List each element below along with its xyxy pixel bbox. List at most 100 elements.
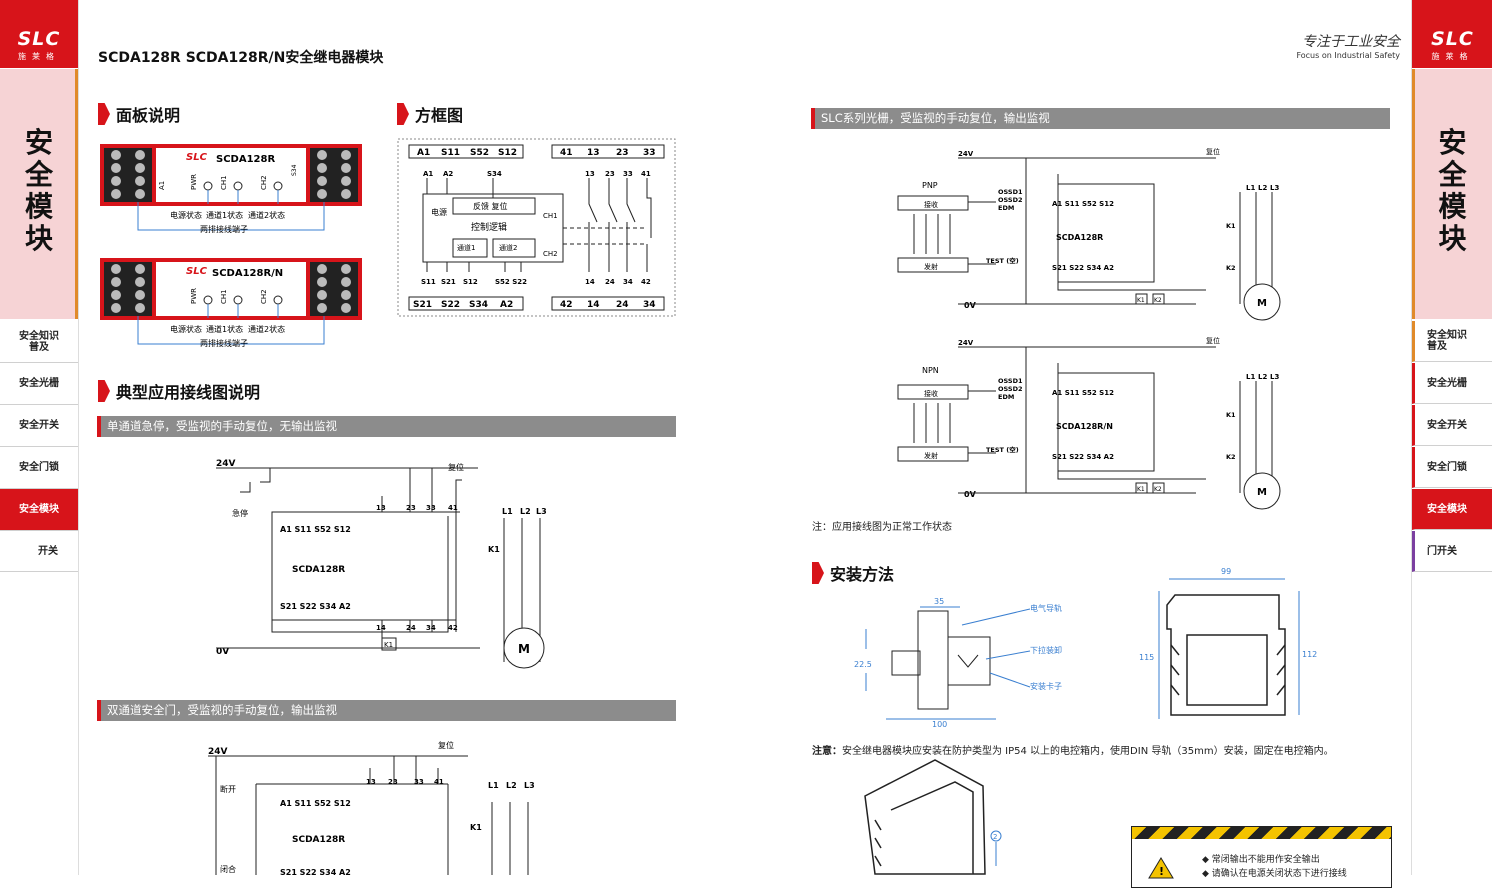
brand-logo: SLC 施莱格 [0,0,78,68]
panel-diagram-2: SLC SCDA128R/N PWR CH1 CH2 电源状态 通道1状态 通道… [100,258,362,348]
section-typical-heading: 典型应用接线图说明 [98,379,260,403]
sidebar-item-safety-module[interactable]: 安全模块 [0,489,78,531]
sidebar-item-light-curtain[interactable]: 安全光栅 [0,363,78,405]
label-reset: 复位 [438,740,454,750]
label-npn: NPN [922,366,939,375]
left-sidebar: SLC 施莱格 安全模块 安全知识普及 安全光栅 安全开关 安全门锁 安全模块 … [0,0,79,875]
module-outline [1166,594,1286,716]
svg-text:TEST (空): TEST (空) [986,256,1019,265]
svg-text:L1: L1 [1246,373,1255,381]
panel-model: SCDA128R/N [212,268,283,279]
sidebar-item-door-lock[interactable]: 安全门锁 [1412,447,1492,488]
sidebar-item-door-switch[interactable]: 门开关 [1412,531,1492,572]
k2-label: K2 [1226,453,1236,461]
sidebar-item-switch[interactable]: 开关 [0,531,78,572]
svg-text:41: 41 [641,170,651,178]
sidebar-item-safety-knowledge[interactable]: 安全知识普及 [0,321,78,363]
svg-text:S11: S11 [441,148,460,158]
page-title: SCDA128R SCDA128R/N安全继电器模块 [98,50,384,66]
label-open: 断开 [220,784,236,794]
svg-text:S22: S22 [441,300,460,310]
section-marker [98,103,110,125]
block-feedback-label: 反馈 复位 [473,201,508,211]
svg-text:!: ! [1159,865,1164,878]
vertical-title: 安全模块 [24,126,53,255]
label-reset: 复位 [448,462,464,472]
warning-icon: ! [1148,857,1174,879]
svg-text:OSSD2: OSSD2 [998,196,1023,204]
svg-text:33: 33 [643,148,656,158]
label-0v: 0V [964,301,977,310]
panel-face [156,148,306,202]
sidebar-item-label: 安全知识普及 [19,330,59,353]
svg-text:24: 24 [616,300,629,310]
svg-text:23: 23 [406,504,416,512]
dim-22-5: 22.5 [854,660,872,669]
led-label-ch1: CH1 [220,289,228,304]
emitter-label: 发射 [924,262,938,271]
svg-text:L3: L3 [524,781,535,790]
sidebar-item-label: 安全门锁 [1427,461,1467,473]
label-24v: 24V [958,339,974,347]
sidebar-item-safety-module[interactable]: 安全模块 [1412,489,1492,530]
svg-text:S34: S34 [487,170,502,178]
accent-bar [1412,69,1415,319]
svg-text:34: 34 [426,624,436,632]
sidebar-item-light-curtain[interactable]: 安全光栅 [1412,363,1492,404]
wiring-lines [913,157,1273,305]
panel-diagram-1: SLC SCDA128R A1 PWR CH1 CH2 S34 电源状态 通道1… [100,144,362,234]
sidebar-item-label: 安全模块 [1427,503,1467,515]
brand-name: SLC [1431,28,1474,50]
sidebar-item-label: 安全门锁 [19,462,59,473]
section-install-heading: 安装方法 [812,561,894,585]
sidebar-item-label: 安全光栅 [1427,377,1467,389]
dim-112: 112 [1302,650,1317,659]
svg-text:L2: L2 [506,781,517,790]
svg-text:33: 33 [414,778,424,786]
sidebar-item-safety-knowledge[interactable]: 安全知识普及 [1412,321,1492,362]
svg-text:42: 42 [448,624,458,632]
label-terminals: 两排接线端子 [200,338,248,348]
receiver-label: 接收 [924,389,938,398]
label-0v: 0V [964,490,977,499]
panel-model: SCDA128R [216,154,275,165]
svg-text:23: 23 [616,148,629,158]
label-24v: 24V [208,747,228,757]
section-marker [397,103,409,125]
svg-text:L3: L3 [536,507,547,516]
dim-line [1158,591,1300,719]
svg-text:L3: L3 [1270,184,1279,192]
vertical-title: 安全模块 [1438,126,1467,255]
right-sidebar: SLC 施莱格 安全模块 安全知识普及 安全光栅 安全开关 安全门锁 安全模块 … [1411,0,1492,875]
subsection-bar-dual: 双通道安全门，受监视的手动复位，输出监视 [97,700,676,721]
sidebar-item-safety-switch[interactable]: 安全开关 [0,405,78,447]
block-logic-label: 控制逻辑 [471,221,507,233]
wiring-note: 注：应用接线图为正常工作状态 [812,522,952,533]
relay-box [271,511,457,621]
dim-35: 35 [934,597,944,606]
panel-logo: SLC [186,152,208,163]
sidebar-item-label: 门开关 [1427,545,1457,557]
svg-text:41: 41 [560,148,573,158]
block-ch1-label: 通道1 [457,243,475,252]
panel-term-label: S34 [291,164,298,176]
svg-text:S21: S21 [413,300,432,310]
emitter-label: 发射 [924,451,938,460]
receiver-label: 接收 [924,200,938,209]
vertical-title-block: 安全模块 [0,69,78,319]
led-label-pwr: PWR [190,174,198,190]
sidebar-item-door-lock[interactable]: 安全门锁 [0,447,78,489]
brand-sub: 施莱格 [18,52,60,61]
sidebar-item-label: 安全模块 [19,504,59,515]
callout-lines [961,608,1031,688]
led-label-ch1: CH1 [220,175,228,190]
subsection-title: 单通道急停，受监视的手动复位，无输出监视 [107,419,337,433]
label-24v: 24V [958,150,974,158]
svg-text:S21: S21 [441,278,456,286]
slogan: 专注于工业安全 Focus on Industrial Safety [1296,31,1400,60]
install-side-view: 35 22.5 100 电气导轨 下拉装卸 安装卡子 [854,597,1062,729]
sidebar-item-safety-switch[interactable]: 安全开关 [1412,405,1492,446]
section-title: 面板说明 [116,106,181,125]
